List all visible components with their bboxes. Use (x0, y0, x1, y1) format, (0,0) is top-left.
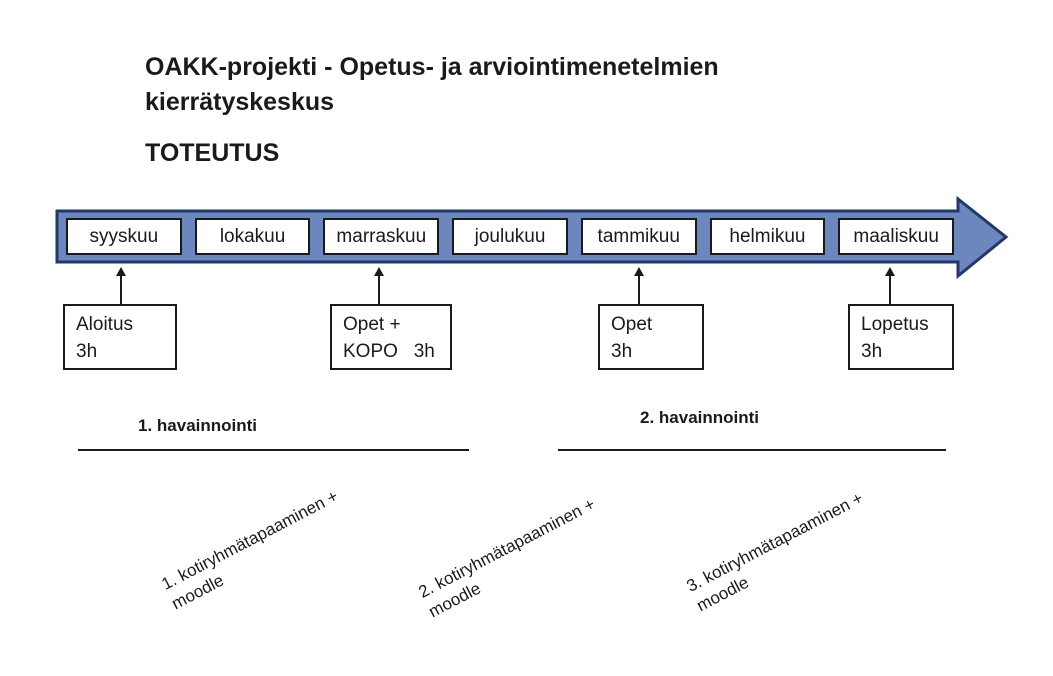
event-duration: KOPO 3h (343, 341, 435, 362)
month-box-syyskuu: syyskuu (66, 218, 182, 255)
month-box-helmikuu: helmikuu (709, 218, 826, 255)
arrow-up-icon (116, 267, 126, 276)
slide-title: OAKK-projekti - Opetus- ja arviointimene… (145, 50, 719, 120)
observation-1-label: 1. havainnointi (138, 416, 258, 435)
event-label: Opet (611, 314, 653, 335)
month-box-lokakuu: lokakuu (194, 218, 311, 255)
pointer-arrow-maaliskuu (884, 267, 896, 304)
event-duration: 3h (611, 341, 633, 362)
month-box-joulukuu: joulukuu (452, 218, 568, 255)
observation-2-label: 2. havainnointi (640, 408, 760, 427)
event-box-opet: Opet 3h (598, 304, 704, 370)
event-box-opet-kopo: Opet + KOPO 3h (330, 304, 452, 370)
month-box-tammikuu: tammikuu (580, 218, 697, 255)
slide-title-line1: OAKK-projekti - Opetus- ja arviointimene… (145, 53, 719, 81)
arrow-up-icon (885, 267, 895, 276)
event-box-aloitus: Aloitus 3h (63, 304, 177, 370)
event-duration: 3h (76, 341, 98, 362)
arrow-up-icon (374, 267, 384, 276)
meeting-label-2: 2. kotiryhmätapaaminen + moodle (415, 493, 609, 623)
pointer-arrow-tammikuu (633, 267, 645, 304)
observation-1-line (78, 449, 469, 451)
pointer-arrow-syyskuu (115, 267, 127, 304)
slide-title-line2: kierrätyskeskus (145, 88, 335, 116)
timeline-months: syyskuu lokakuu marraskuu joulukuu tammi… (66, 218, 955, 255)
arrow-line (120, 275, 122, 304)
arrow-line (638, 275, 640, 304)
month-box-maaliskuu: maaliskuu (838, 218, 955, 255)
event-duration: 3h (861, 341, 883, 362)
month-box-marraskuu: marraskuu (323, 218, 440, 255)
meeting-label-1: 1. kotiryhmätapaaminen + moodle (158, 485, 352, 615)
section-title: TOTEUTUS (145, 139, 280, 167)
arrow-line (889, 275, 891, 304)
event-label: Lopetus (861, 314, 929, 335)
event-box-lopetus: Lopetus 3h (848, 304, 954, 370)
arrow-up-icon (634, 267, 644, 276)
event-label: Opet + (343, 314, 401, 335)
arrow-line (378, 275, 380, 304)
meeting-label-3: 3. kotiryhmätapaaminen + moodle (683, 487, 877, 617)
observation-2-line (558, 449, 946, 451)
pointer-arrow-marraskuu (373, 267, 385, 304)
event-label: Aloitus (76, 314, 134, 335)
